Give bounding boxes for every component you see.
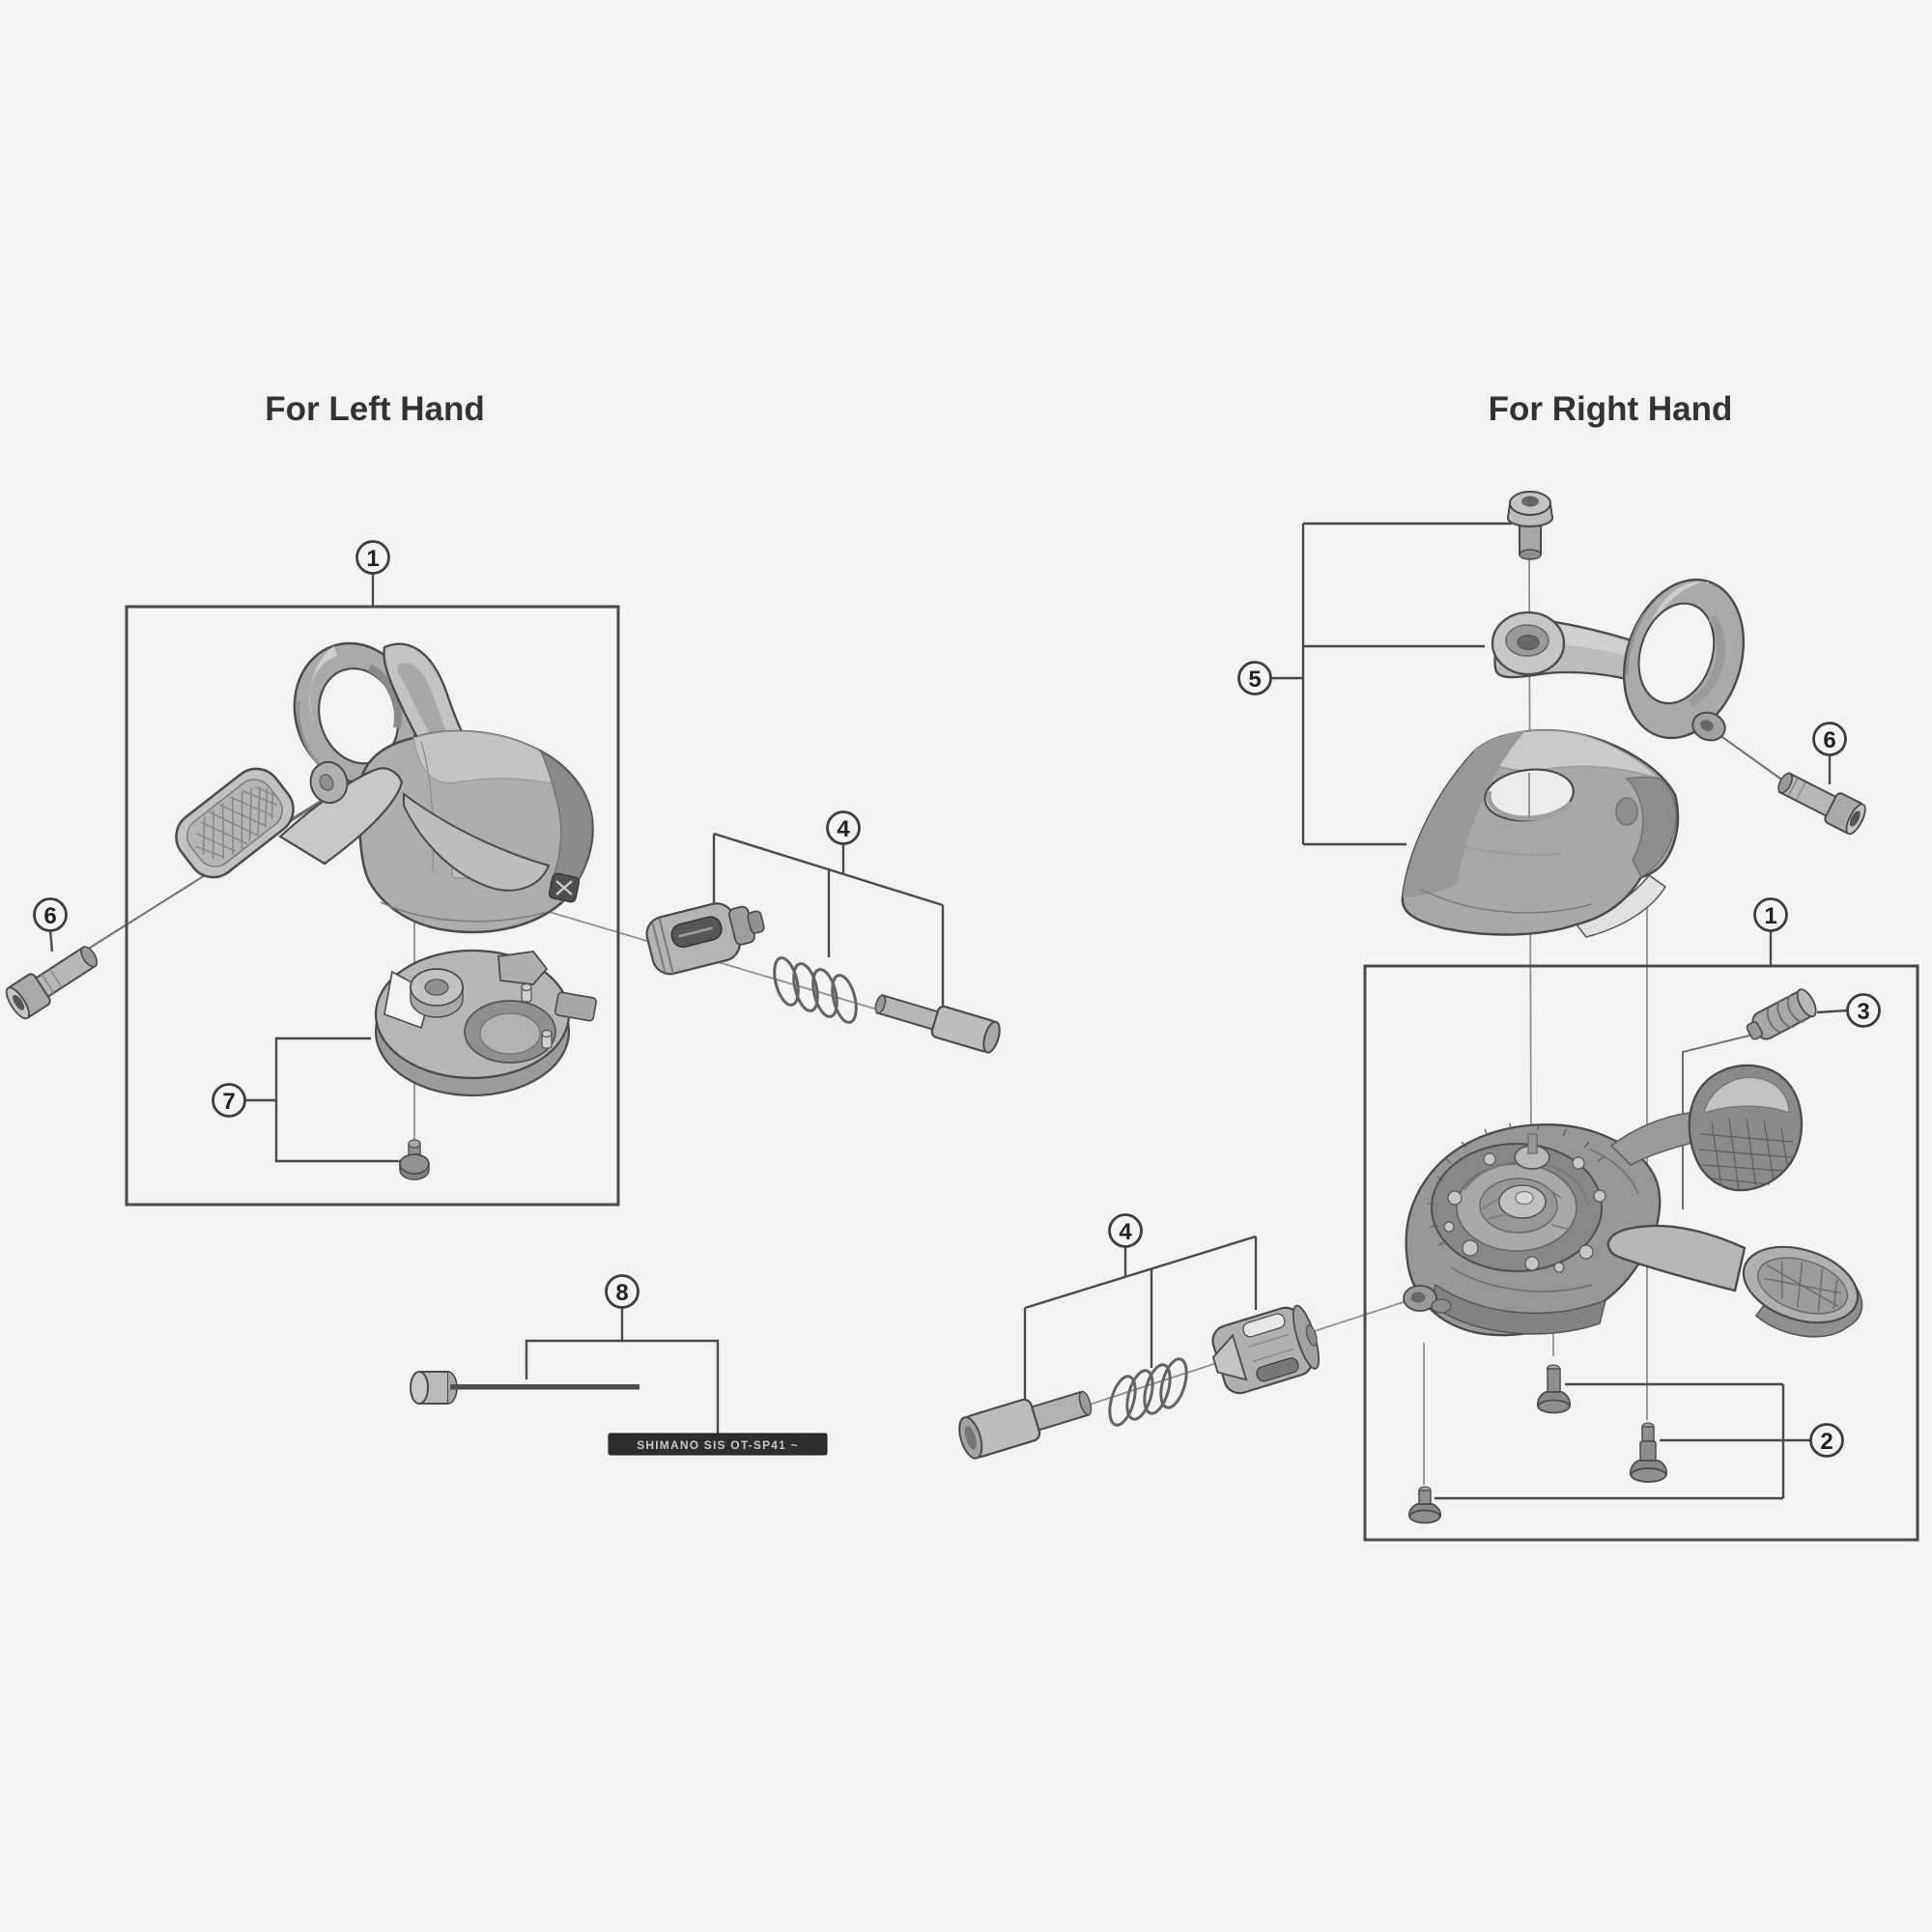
svg-text:8: 8 [615,1280,628,1306]
svg-text:6: 6 [1823,727,1835,753]
svg-text:For Right Hand: For Right Hand [1489,390,1733,428]
svg-text:For Left Hand: For Left Hand [265,390,484,428]
svg-text:6: 6 [43,903,56,929]
svg-text:2: 2 [1820,1429,1833,1455]
svg-text:4: 4 [837,816,850,842]
svg-text:4: 4 [1119,1219,1132,1245]
svg-text:1: 1 [1764,903,1776,929]
svg-text:1: 1 [366,546,379,572]
svg-text:SHIMANO SIS OT-SP41 ~: SHIMANO SIS OT-SP41 ~ [637,1438,799,1452]
svg-text:5: 5 [1248,667,1261,693]
svg-text:7: 7 [222,1089,235,1115]
svg-text:3: 3 [1857,999,1869,1025]
